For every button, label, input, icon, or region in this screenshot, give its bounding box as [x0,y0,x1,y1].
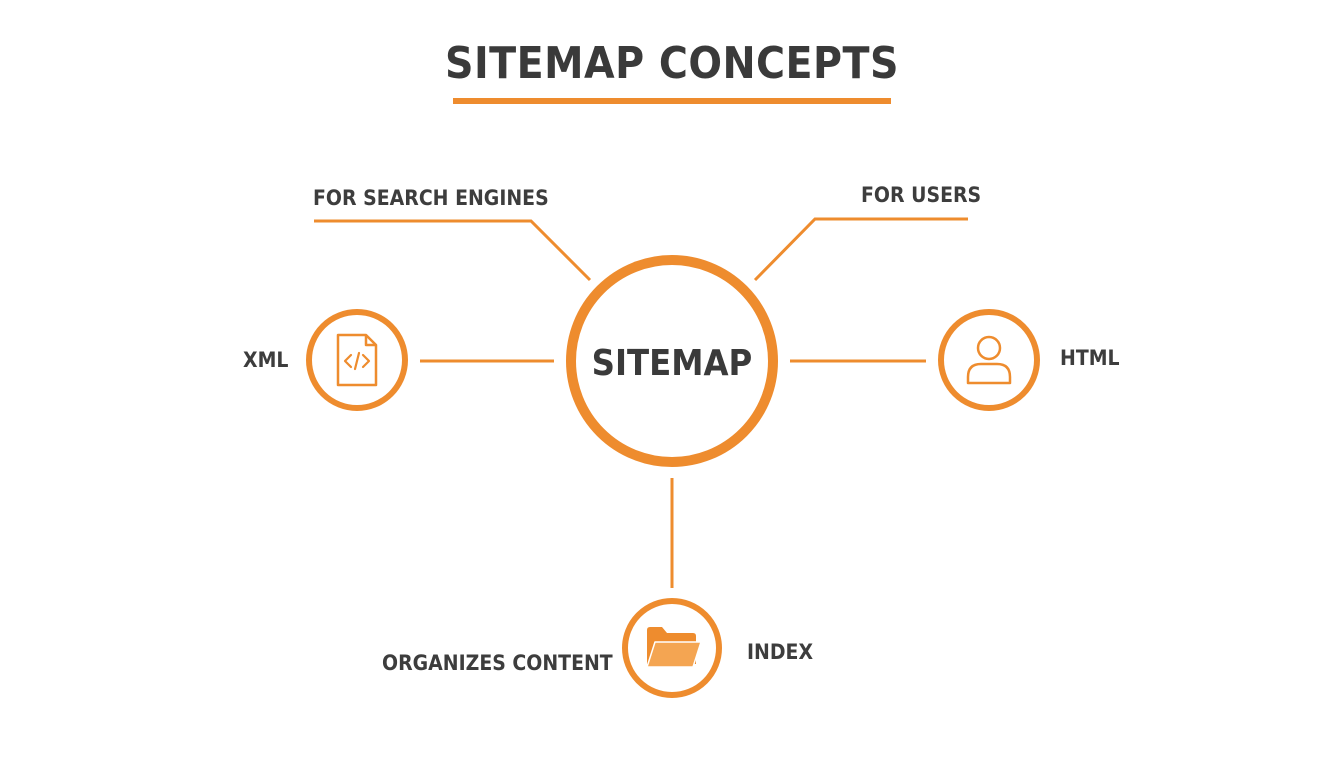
code-file-icon [336,333,378,387]
label-for-users: FOR USERS [861,183,982,207]
index-node [622,598,722,698]
center-node-label: SITEMAP [592,342,753,384]
label-organizes-content: ORGANIZES CONTENT [382,651,613,675]
page-title: SITEMAP CONCEPTS [445,38,899,89]
html-node [938,309,1040,411]
user-icon [966,335,1012,385]
center-node: SITEMAP [566,255,778,467]
label-html: HTML [1060,346,1120,370]
title-underline [453,98,891,104]
xml-node [306,309,408,411]
connector-search-engines [314,219,592,282]
label-index: INDEX [747,640,814,664]
folder-icon [646,627,702,668]
connector-users [753,217,968,282]
label-for-search-engines: FOR SEARCH ENGINES [313,186,549,210]
label-xml: XML [243,348,289,372]
